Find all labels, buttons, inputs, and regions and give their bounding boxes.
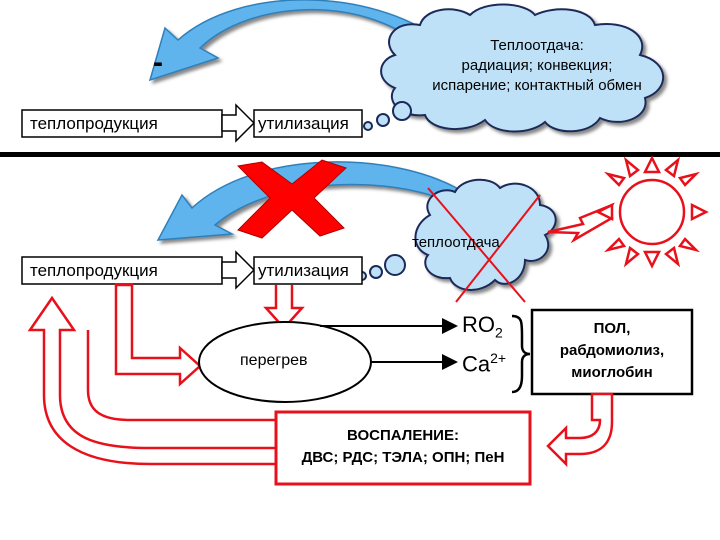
lipid-box-line: рабдомиолиз, <box>559 342 665 359</box>
top-utilization-label: утилизация <box>258 114 349 133</box>
bottom-utilization-box <box>253 256 363 285</box>
ro2-label: RO2 <box>462 312 503 341</box>
top-blue-curved-arrow <box>148 0 442 82</box>
ca-label: Ca2+ <box>462 350 507 377</box>
bottom-cloud <box>414 178 557 291</box>
lipid-box-line: миоглобин <box>571 364 653 381</box>
cloud-bubble <box>384 254 406 276</box>
inflammation-line: ВОСПАЛЕНИЕ: <box>347 427 459 444</box>
red-down-arrow-right <box>546 392 614 468</box>
cloud-bubble <box>369 265 383 279</box>
top-cloud <box>380 3 665 133</box>
cloud-bubble <box>363 121 373 131</box>
cloud-strike-line <box>455 194 541 303</box>
red-elbow-arrow <box>114 283 202 387</box>
arrow-to-ro2 <box>320 318 458 334</box>
lipid-peroxidation-box <box>530 308 694 396</box>
top-cloud-line: испарение; контактный обмен <box>432 77 642 94</box>
arrow-to-ca <box>370 354 458 370</box>
cloud-strike-line <box>427 187 526 303</box>
red-feedback-loop-arrow <box>86 330 276 422</box>
inflammation-box <box>274 410 532 486</box>
top-cloud-line: радиация; конвекция; <box>461 57 613 74</box>
top-cloud-text: Теплоотдача: радиация; конвекция; испаре… <box>402 36 672 96</box>
cloud-bubble <box>376 113 390 127</box>
sun-icon <box>595 155 709 269</box>
bottom-utilization-label: утилизация <box>258 261 349 280</box>
cloud-bubble <box>392 101 412 121</box>
brace-icon <box>511 314 531 394</box>
overheating-label: перегрев <box>240 352 308 369</box>
bottom-right-arrow <box>221 250 256 290</box>
bottom-blue-curved-arrow <box>156 161 462 241</box>
cross-icon <box>236 159 347 239</box>
bottom-cloud-text: теплоотдача <box>412 234 500 251</box>
inflammation-line: ДВС; РДС; ТЭЛА; ОПН; ПеН <box>301 449 505 466</box>
top-cloud-line: Теплоотдача: <box>490 37 584 54</box>
lipid-box-text: ПОЛ, рабдомиолиз, миоглобин <box>532 318 692 384</box>
top-right-arrow <box>221 103 256 143</box>
bottom-heat-production-label: теплопродукция <box>30 261 158 280</box>
inflammation-text: ВОСПАЛЕНИЕ: ДВС; РДС; ТЭЛА; ОПН; ПеН <box>276 425 530 469</box>
section-divider <box>0 152 720 157</box>
top-heat-production-label: теплопродукция <box>30 114 158 133</box>
minus-sign: - <box>153 46 163 79</box>
top-utilization-box <box>253 109 363 138</box>
lipid-box-line: ПОЛ, <box>593 320 631 337</box>
